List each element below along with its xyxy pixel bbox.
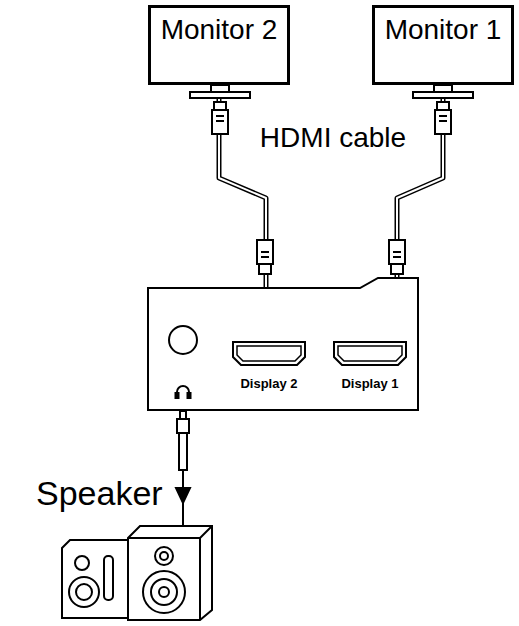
port-label: Display 1 [328,376,412,391]
monitor-box: Monitor 2 [148,5,290,85]
hdmi-socket-inner [338,346,402,361]
speaker-label: Speaker [36,474,179,518]
hdmi-port: Display 2 [228,292,310,402]
monitor-label: Monitor 2 [161,8,278,46]
hdmi-socket-outline [334,342,406,365]
headphone-icon [176,386,191,398]
monitor-label: Monitor 1 [385,8,502,46]
monitor-box: Monitor 1 [372,5,514,85]
hdmi-socket [333,341,407,366]
audio-jack [169,326,197,354]
device-panel [148,278,418,410]
port-label: Display 2 [228,376,310,391]
cable-label: HDMI cable [260,122,406,154]
hdmi-socket-inner [237,346,301,361]
hdmi-socket-outline [233,342,305,365]
hdmi-port: Display 1 [328,292,412,402]
hdmi-socket [232,341,306,366]
monitor-stand [190,85,473,98]
hdmi-plug [257,240,405,274]
speaker-label: Speaker [36,474,163,513]
audio-cable [176,411,190,525]
speaker-illustration [62,526,212,620]
